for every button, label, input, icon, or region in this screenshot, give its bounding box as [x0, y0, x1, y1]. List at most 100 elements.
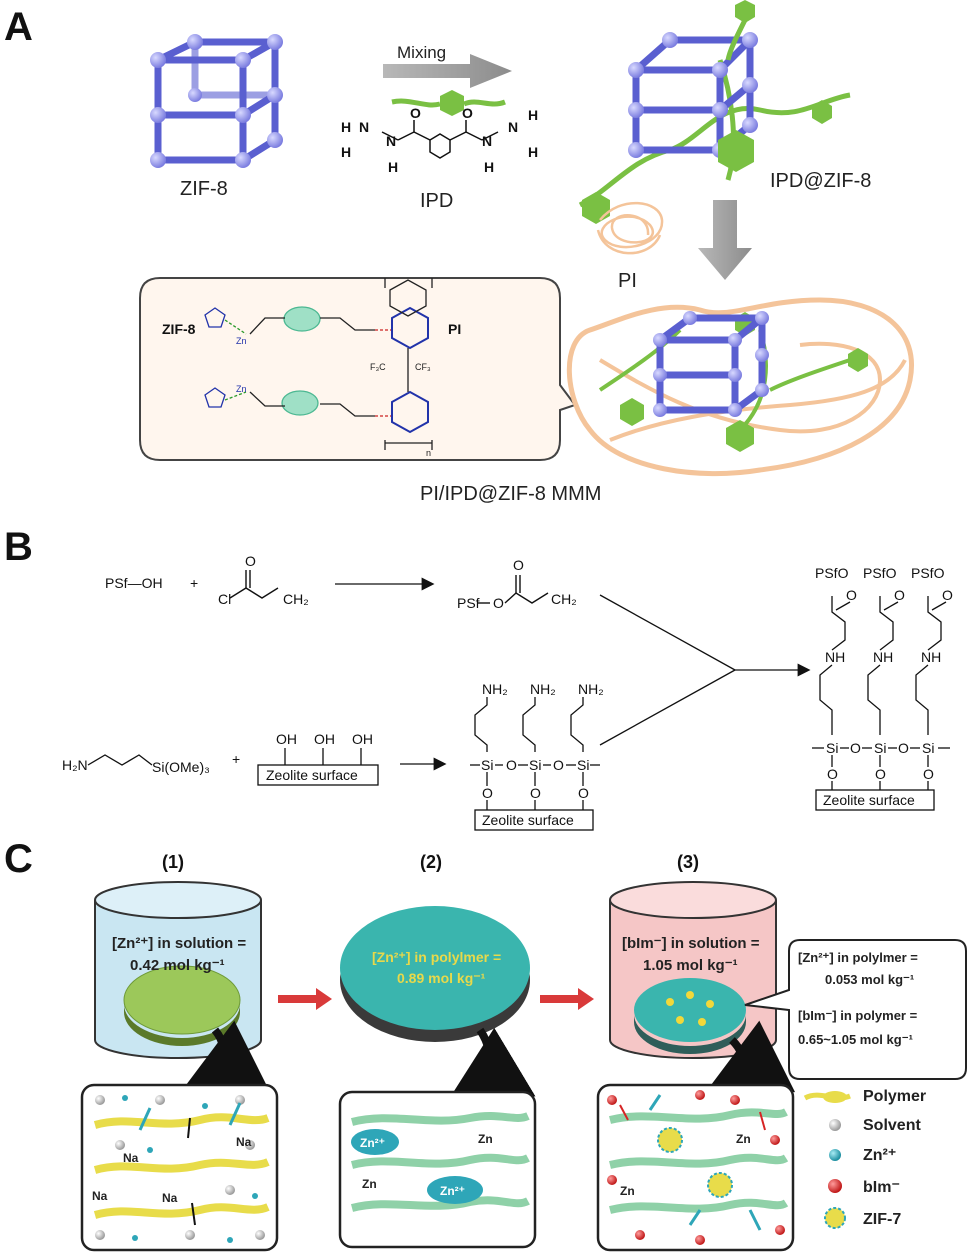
callout-structure	[204, 278, 433, 450]
psfo-label: PSfO	[815, 565, 849, 581]
plus-sign: +	[190, 575, 198, 591]
zn-solution-conc-label: [Zn²⁺] in solution =	[112, 935, 246, 952]
bim-solution-beaker-icon	[609, 881, 777, 1059]
o-label: O	[898, 740, 909, 756]
ipd-h: H	[484, 159, 494, 175]
oh-label: OH	[276, 731, 297, 747]
ipd-n: N	[482, 133, 492, 149]
callout-zn-label: Zn	[236, 384, 247, 394]
converging-arrows	[599, 594, 811, 746]
concentration-callout	[744, 939, 967, 1080]
ipd-h: H	[341, 144, 351, 160]
legend-zn-icon	[829, 1149, 841, 1161]
mixing-arrow	[383, 54, 512, 88]
callout-cf3-label: F₃C	[370, 362, 386, 372]
oh-label: OH	[352, 731, 373, 747]
legend-zif7-label: ZIF-7	[863, 1211, 901, 1228]
legend-polymer-label: Polymer	[863, 1088, 926, 1105]
zn-polymer-conc-label: [Zn²⁺] in polylmer =	[372, 949, 501, 965]
zeolite-surface-box	[815, 789, 935, 811]
ch2-label: CH₂	[283, 591, 309, 607]
si-ome3-label: Si(OMe)₃	[152, 759, 210, 775]
pi-coil-icon	[596, 201, 664, 255]
legend-zn-label: Zn²⁺	[863, 1147, 896, 1164]
bim-polymer-conc-value: 0.65~1.05 mol kg⁻¹	[798, 1032, 913, 1047]
zoom-arrow-1	[180, 1020, 271, 1093]
mmm-composite-icon	[566, 297, 914, 477]
legend-polymer-icon	[803, 1091, 851, 1103]
zn-ion-label: Zn²⁺	[360, 1136, 385, 1150]
interaction-callout	[139, 277, 577, 461]
ipd-n: N	[359, 119, 369, 135]
psf-ester-label: PSf	[457, 595, 480, 611]
nh-label: NH	[825, 649, 845, 665]
o-label: O	[530, 785, 541, 801]
psf-oh-label: PSf—OH	[105, 575, 163, 591]
oh-label: OH	[314, 731, 335, 747]
zeolite-surface-box	[474, 809, 594, 831]
zoom-box-step-3	[596, 1083, 795, 1252]
nh2-label: NH₂	[578, 681, 604, 697]
si-label: Si	[874, 740, 886, 756]
na-label: Na	[236, 1135, 252, 1149]
mmm-label: PI/IPD@ZIF-8 MMM	[420, 483, 601, 505]
zn-label: Zn	[736, 1132, 751, 1146]
ipd-n: N	[386, 133, 396, 149]
silane-bonds	[87, 748, 362, 766]
o-label: O	[553, 757, 564, 773]
o-label: O	[578, 785, 589, 801]
zn-polymer-conc-value: 0.053 mol kg⁻¹	[825, 972, 914, 987]
zn-polymer-disc-icon	[340, 906, 530, 1042]
psfo-label: PSfO	[863, 565, 897, 581]
cl-label: Cl	[218, 591, 231, 607]
ipd-h: H	[528, 144, 538, 160]
zoom-arrow-2	[446, 1027, 536, 1104]
bim-solution-conc-label: [bIm⁻] in solution =	[622, 935, 760, 952]
callout-n-label: n	[426, 448, 431, 458]
step-1-label: (1)	[162, 852, 184, 872]
zeolite-surface-label: Zeolite surface	[266, 767, 358, 783]
nh2-label: NH₂	[530, 681, 556, 697]
o-label: O	[875, 766, 886, 782]
ipd-chain-icon	[391, 90, 506, 116]
step-2-label: (2)	[420, 852, 442, 872]
mixing-label: Mixing	[397, 43, 446, 62]
zn-label: Zn	[478, 1132, 493, 1146]
si-label: Si	[826, 740, 838, 756]
si-label: Si	[529, 757, 541, 773]
zoom-arrow-3	[705, 1020, 796, 1093]
o-label: O	[923, 766, 934, 782]
ipd-zif8-icon	[578, 0, 851, 224]
zn-polymer-conc-label: [Zn²⁺] in polylmer =	[798, 950, 918, 965]
grafted-amine-bonds	[470, 697, 600, 810]
ipd-o: O	[410, 105, 421, 121]
zoom-box-step-2	[338, 1090, 537, 1249]
plus-sign: +	[232, 751, 240, 767]
si-label: Si	[922, 740, 934, 756]
legend-bim-label: bIm⁻	[863, 1179, 900, 1196]
o-label: O	[846, 587, 857, 603]
ch2-label: CH₂	[551, 591, 577, 607]
pi-down-arrow	[698, 200, 752, 280]
o-label: O	[827, 766, 838, 782]
o-label: O	[482, 785, 493, 801]
o-label: O	[506, 757, 517, 773]
bim-polymer-conc-label: [bIm⁻] in polymer =	[798, 1008, 918, 1023]
panel-label-c: C	[4, 837, 33, 881]
bim-solution-conc-value: 1.05 mol kg⁻¹	[643, 957, 738, 974]
zn-solution-beaker-icon	[94, 881, 262, 1059]
zoom-box-step-1	[80, 1083, 279, 1252]
si-label: Si	[481, 757, 493, 773]
ipd-n: N	[508, 119, 518, 135]
nh-label: NH	[873, 649, 893, 665]
legend-bim-icon	[828, 1179, 842, 1193]
zeolite-surface-label: Zeolite surface	[823, 792, 915, 808]
step-3-label: (3)	[677, 852, 699, 872]
step-arrow-2	[540, 988, 594, 1010]
zn-ion-label: Zn²⁺	[440, 1184, 465, 1198]
na-label: Na	[123, 1151, 139, 1165]
panel-label-a: A	[4, 5, 33, 49]
nh-label: NH	[921, 649, 941, 665]
ipd-h: H	[528, 107, 538, 123]
pi-label: PI	[618, 270, 637, 292]
